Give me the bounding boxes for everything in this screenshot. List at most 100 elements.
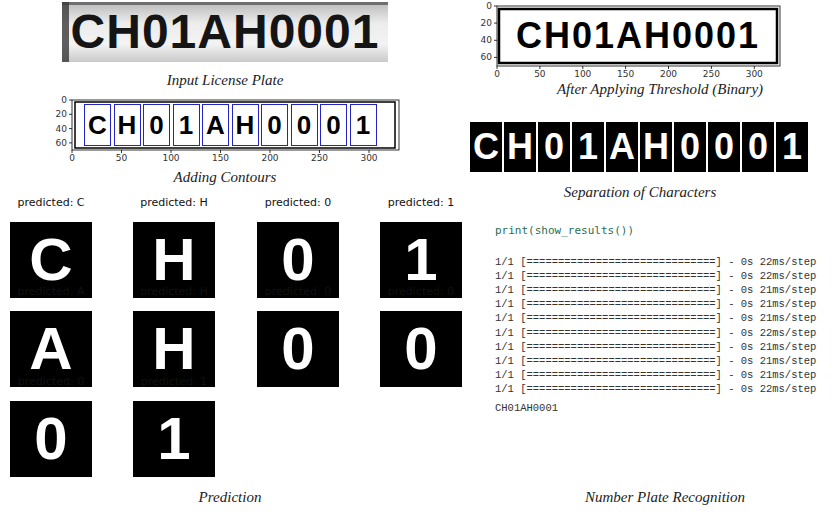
- figure-caption: Number Plate Recognition: [585, 490, 745, 505]
- character-text: 1: [782, 129, 802, 165]
- character-text: CH01AH0001: [71, 8, 380, 56]
- character-crop: H: [504, 122, 536, 172]
- prediction-label: predicted: 0: [265, 285, 331, 298]
- figure-caption: Input License Plate: [167, 73, 284, 88]
- character-crop: A: [606, 122, 638, 172]
- label-holder: 20: [56, 109, 67, 119]
- label-holder: 200: [261, 153, 278, 163]
- character-text: 0: [297, 112, 311, 138]
- axis-tick-label: 0: [494, 70, 500, 79]
- label-holder: predicted: 1: [388, 151, 454, 220]
- text-holder: A: [606, 122, 638, 172]
- character-text: C: [88, 112, 107, 138]
- character-text: CH01AH0001: [516, 18, 760, 54]
- prediction-tile: predicted: 00: [10, 401, 92, 477]
- axis-tick-label: 150: [617, 70, 634, 79]
- character-text: A: [206, 112, 225, 138]
- axis-tick-label: 0: [61, 96, 67, 105]
- console-output: 1/1 [==============================] - 0…: [495, 271, 816, 282]
- label-holder: predicted: H: [140, 240, 208, 309]
- text-holder: 1: [174, 105, 199, 145]
- plate-photo: [62, 2, 388, 62]
- axis-tick-label: 50: [116, 154, 127, 163]
- label-holder: 250: [311, 153, 328, 163]
- label-holder: Separation of Characters: [564, 184, 717, 201]
- label-holder: 1/1 [==============================] - 0…: [495, 341, 816, 353]
- label-holder: 0: [494, 69, 500, 79]
- character-text: H: [152, 319, 195, 379]
- plot-axes: [72, 100, 399, 150]
- prediction-tile: predicted: 00: [257, 311, 339, 387]
- label-holder: 1/1 [==============================] - 0…: [495, 298, 816, 310]
- label-holder: predicted: 1: [141, 330, 207, 399]
- text-holder: 0: [144, 105, 169, 145]
- text-holder: H: [115, 105, 140, 145]
- character-crop: 0: [708, 122, 740, 172]
- axis-tick-label: 0: [486, 2, 492, 11]
- label-holder: 1/1 [==============================] - 0…: [495, 256, 816, 268]
- character-text: 0: [281, 319, 314, 379]
- prediction-tile: predicted: 11: [133, 401, 215, 477]
- character-text: 0: [680, 129, 700, 165]
- character-text: H: [236, 112, 255, 138]
- character-text: 1: [179, 112, 193, 138]
- figure-caption: After Applying Threshold (Binary): [557, 82, 763, 97]
- label-holder: 1/1 [==============================] - 0…: [495, 312, 816, 324]
- label-holder: 40: [56, 124, 67, 134]
- text-holder: 0: [321, 105, 346, 145]
- character-text: 0: [404, 319, 437, 379]
- label-holder: 0: [486, 1, 492, 11]
- character-crop: 0: [742, 122, 774, 172]
- prediction-label: predicted: A: [18, 285, 85, 298]
- prediction-label: predicted: 0: [18, 375, 84, 388]
- character-text: C: [29, 230, 72, 290]
- character-text: 0: [748, 129, 768, 165]
- text-holder: H: [504, 122, 536, 172]
- plot-axes: [497, 6, 780, 66]
- text-holder: 0: [262, 105, 287, 145]
- text-holder: C: [85, 105, 110, 145]
- label-holder: predicted: 0: [18, 330, 84, 399]
- axis-tick-label: 300: [360, 154, 377, 163]
- character-crop: 1: [572, 122, 604, 172]
- plate-border: [499, 9, 777, 63]
- contour-box: 1: [350, 104, 377, 146]
- axis-tick-label: 100: [162, 154, 179, 163]
- character-text: 0: [267, 112, 281, 138]
- label-holder: predicted: 0: [265, 240, 331, 309]
- contour-box: H: [114, 104, 141, 146]
- label-holder: 150: [212, 153, 229, 163]
- console-output: CH01AH0001: [495, 403, 558, 414]
- label-holder: 60: [481, 52, 492, 62]
- prediction-label: predicted: 1: [388, 196, 454, 209]
- character-text: H: [152, 230, 195, 290]
- figure-caption: Separation of Characters: [564, 185, 717, 200]
- label-holder: 0: [61, 95, 67, 105]
- axis-tick-label: 40: [56, 125, 67, 134]
- prediction-tile: predicted: 00: [380, 311, 462, 387]
- character-text: H: [643, 129, 669, 165]
- console-output: 1/1 [==============================] - 0…: [495, 356, 816, 367]
- console-output: 1/1 [==============================] - 0…: [495, 328, 816, 339]
- label-holder: 150: [617, 69, 634, 79]
- character-text: A: [29, 319, 72, 379]
- label-holder: 20: [481, 18, 492, 28]
- contour-box: 0: [261, 104, 288, 146]
- text-holder: 1: [572, 122, 604, 172]
- label-holder: 1/1 [==============================] - 0…: [495, 327, 816, 339]
- label-holder: 1/1 [==============================] - 0…: [495, 270, 816, 282]
- label-holder: 200: [660, 69, 677, 79]
- character-crop: C: [470, 122, 502, 172]
- character-text: 0: [34, 409, 67, 469]
- label-holder: Prediction: [199, 489, 262, 506]
- text-holder: 0: [742, 122, 774, 172]
- license-plate: CH01AH0001: [62, 2, 388, 62]
- text-holder: H: [233, 105, 258, 145]
- axis-tick-label: 50: [534, 70, 545, 79]
- axis-ticks: [69, 100, 369, 153]
- figure-caption: Prediction: [199, 490, 262, 505]
- axis-tick-label: 20: [56, 110, 67, 119]
- label-holder: 100: [162, 153, 179, 163]
- code-line: print(show_results()): [495, 225, 634, 236]
